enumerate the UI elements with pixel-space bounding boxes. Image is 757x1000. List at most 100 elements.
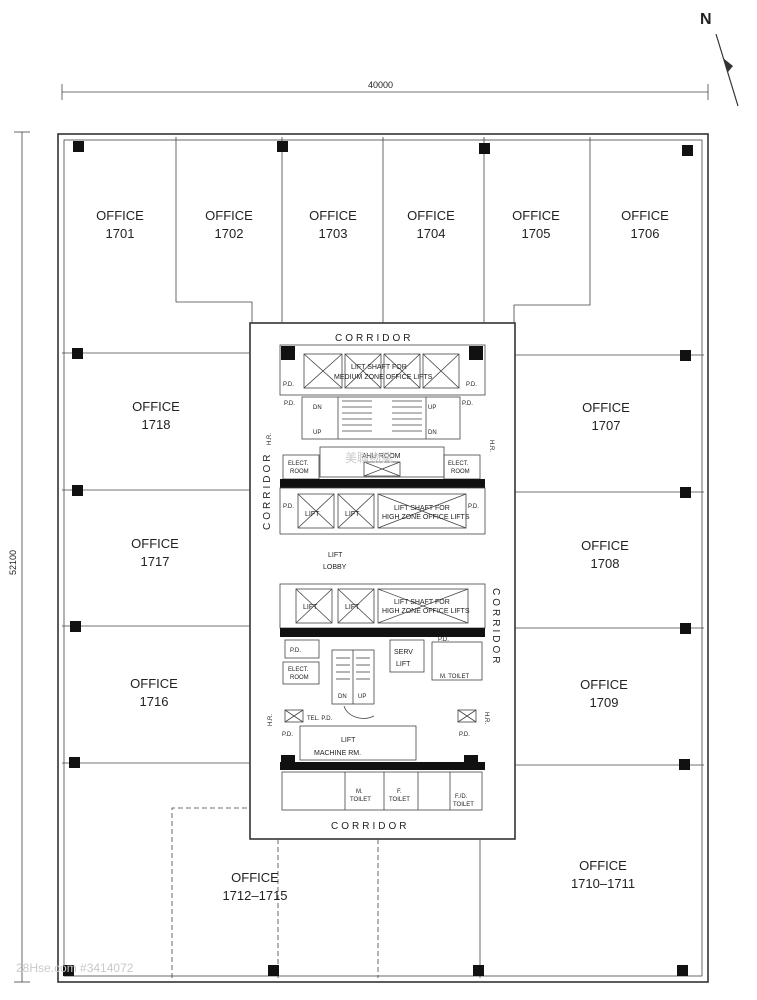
corridor-top-label: CORRIDOR [335,333,413,344]
north-arrow-icon [723,58,733,72]
elect-room-label-1: ELECT. [448,461,469,467]
structural-wall [280,479,485,488]
high-zone-lifts-lower: LIFT LIFT LIFT SHAFT FOR HIGH ZONE OFFIC… [279,583,486,629]
machine-room-label-1: LIFT [341,737,356,744]
bottom-office-walls [171,807,481,978]
office-number: 1703 [319,226,348,241]
height-dimension-label: 52100 [8,550,18,575]
elect-room-label-2: ROOM [290,675,309,681]
height-dimension: 52100 [8,131,30,983]
stair-dn-label: DN [338,694,347,700]
office-number: 1702 [215,226,244,241]
pd-label: P.D. [438,637,449,643]
lower-core: LIFT LIFT LIFT SHAFT FOR HIGH ZONE OFFIC… [268,583,489,811]
pd-label: P.D. [284,401,295,407]
right-office-walls [515,354,704,766]
elect-room-label-2: ROOM [290,469,309,475]
office-1709: OFFICE 1709 [580,677,628,710]
stair-dn-label: DN [313,405,322,411]
office-label: OFFICE [407,208,455,223]
width-dimension: 40000 [61,80,709,100]
office-label: OFFICE [582,400,630,415]
tel-pd-label: TEL. P.D. [307,716,333,722]
office-label: OFFICE [132,399,180,414]
pd-label: P.D. [282,732,293,738]
office-1704: OFFICE 1704 [407,208,455,241]
office-number: 1706 [631,226,660,241]
office-label: OFFICE [309,208,357,223]
hr-label: H.R. [483,712,489,724]
office-number: 1704 [417,226,446,241]
structural-wall [280,628,485,637]
upper-staircase: DN UP UP DN [301,396,461,440]
office-1705: OFFICE 1705 [512,208,560,241]
hr-label: H.R. [268,714,274,726]
fd-toilet-label-2: TOILET [453,802,474,808]
left-office-walls [62,352,250,764]
pd-label: P.D. [459,732,470,738]
lift-label: LIFT [345,511,360,518]
elect-room-left: ELECT. ROOM [282,454,320,480]
office-1710-1711: OFFICE 1710–1711 [571,858,635,891]
office-label: OFFICE [131,536,179,551]
office-label: OFFICE [96,208,144,223]
office-number: 1708 [591,556,620,571]
m-toilet-label: M. TOILET [440,674,469,680]
lift-label: LIFT [305,511,320,518]
office-label: OFFICE [579,858,627,873]
pd-label: P.D. [283,382,294,388]
serv-lift-label-2: LIFT [396,661,411,668]
f-toilet-label-2: TOILET [389,797,410,803]
elect-room-label-1: ELECT. [288,667,309,673]
lift-shaft-medium-label-1: LIFT SHAFT FOR [351,364,407,371]
ahu-room: AHU ROOM [319,446,445,478]
top-office-walls [175,137,591,323]
pd-label: P.D. [283,504,294,510]
m-toilet-label-2: TOILET [350,797,371,803]
core-outline [249,322,516,840]
ahu-room-label: AHU ROOM [362,453,401,460]
office-label: OFFICE [580,677,628,692]
north-label: N [700,11,712,28]
machine-room-label-2: MACHINE RM. [314,750,361,757]
toilets: M. TOILET F. TOILET F./D. TOILET [281,771,483,811]
f-toilet-label-1: F. [397,789,402,795]
stair-up-label: UP [313,430,321,436]
lift-lobby-label-1: LIFT [328,552,343,559]
fd-toilet-label-1: F./D. [455,794,468,800]
corridor-right-label: CORRIDOR [490,588,501,666]
office-number: 1716 [140,694,169,709]
office-1712-1715: OFFICE 1712–1715 [222,870,287,903]
lift-label: LIFT [303,604,318,611]
office-number: 1701 [106,226,135,241]
pd-label: P.D. [290,648,301,654]
lift-shaft-high-label-2: HIGH ZONE OFFICE LIFTS [382,514,470,521]
office-1707: OFFICE 1707 [582,400,630,433]
lift-shaft-medium-zone: LIFT SHAFT FOR MEDIUM ZONE OFFICE LIFTS [303,353,460,389]
office-label: OFFICE [512,208,560,223]
center-watermark: 美聯物業 [345,451,393,465]
office-1701: OFFICE 1701 [96,208,144,241]
lift-lobby: LIFT LOBBY [323,552,347,571]
service-lift: SERV LIFT [389,639,425,673]
pd-label: P.D. [468,504,479,510]
stair-dn-label: DN [428,430,437,436]
office-1716: OFFICE 1716 [130,676,178,709]
hr-label: H.R. [488,440,494,452]
office-label: OFFICE [231,870,279,885]
office-number: 1709 [590,695,619,710]
upper-core: LIFT SHAFT FOR MEDIUM ZONE OFFICE LIFTS … [267,344,494,535]
lower-staircase: DN UP [331,649,375,719]
elect-room-right: ELECT. ROOM [443,454,481,480]
office-number: 1710–1711 [571,876,635,891]
stair-up-label: UP [428,405,436,411]
office-number: 1717 [141,554,170,569]
stair-up-label: UP [358,694,366,700]
office-1703: OFFICE 1703 [309,208,357,241]
office-1717: OFFICE 1717 [131,536,179,569]
width-dimension-label: 40000 [368,80,393,90]
elect-room-label-2: ROOM [451,469,470,475]
high-zone-lifts-upper: P.D. LIFT LIFT LIFT SHAFT FOR HIGH ZONE … [279,487,486,535]
office-label: OFFICE [581,538,629,553]
